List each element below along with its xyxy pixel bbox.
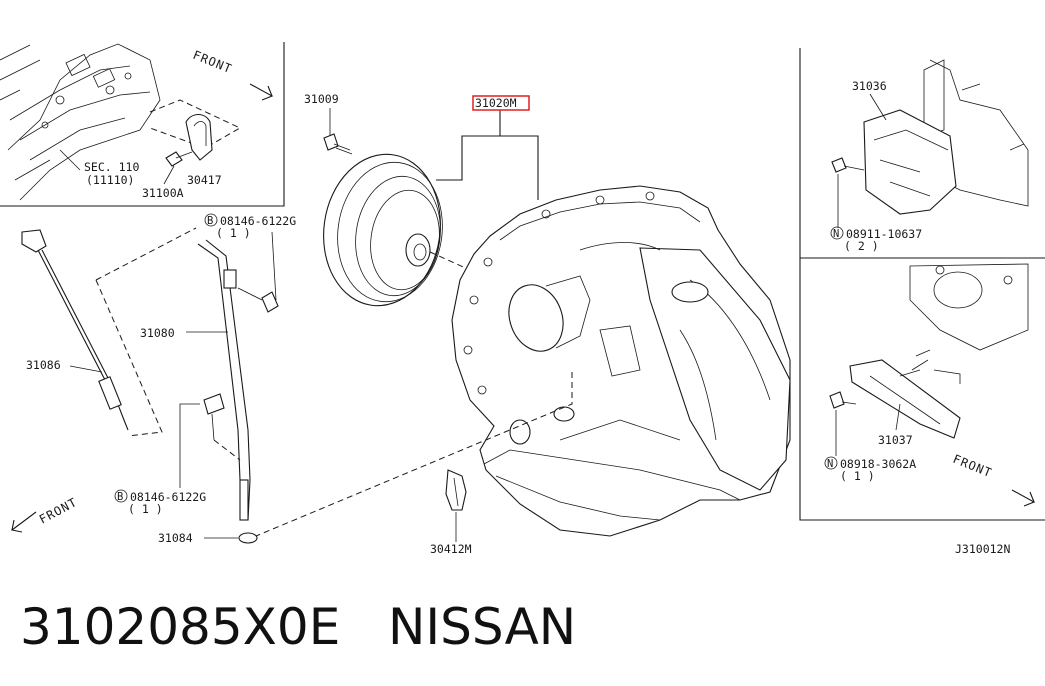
label-sec110: SEC. 110	[84, 160, 139, 174]
bolt-b2-badge: B	[117, 491, 123, 503]
front-arrow-icon	[249, 83, 274, 101]
label-bolt-b2: 08146-6122G	[130, 490, 206, 504]
label-30412M: 30412M	[430, 542, 472, 556]
label-31080: 31080	[140, 326, 175, 340]
inset-31037: 31037 N 08918-3062A ( 1 ) FRONT	[799, 258, 1045, 521]
inset-31036: 31036 N 08911-10637 ( 2 )	[799, 48, 1045, 259]
label-31036: 31036	[852, 79, 887, 93]
torque-converter: 31020M	[323, 95, 539, 307]
front-label-top-left: FRONT	[191, 48, 234, 76]
label-31009: 31009	[304, 92, 339, 106]
label-31084: 31084	[158, 531, 193, 545]
highlight-box	[472, 95, 530, 111]
label-sec110-sub: (11110)	[86, 173, 134, 187]
label-nut-n2-qty: ( 1 )	[840, 469, 875, 483]
inset-engine-bracket: SEC. 110 (11110) 30417 31100A FRONT	[0, 42, 285, 207]
label-31086: 31086	[26, 358, 61, 372]
bracket-30412M: 30412M	[430, 469, 472, 556]
label-nut-n1-qty: ( 2 )	[844, 239, 879, 253]
part-caption: 3102085X0E NISSAN	[20, 598, 576, 656]
nut-n1-badge: N	[833, 228, 839, 240]
part-number: 3102085X0E	[20, 598, 341, 656]
label-31037: 31037	[878, 433, 913, 447]
brand-name: NISSAN	[388, 598, 577, 656]
bolt-31009: 31009	[304, 92, 353, 155]
label-31020M: 31020M	[475, 96, 517, 110]
front-arrow-right-icon	[1011, 489, 1036, 507]
front-label-right: FRONT	[951, 452, 994, 480]
front-arrow-bl-icon	[10, 511, 37, 533]
diagram-code: J310012N	[955, 542, 1010, 556]
front-label-bottom-left: FRONT	[37, 495, 80, 527]
dipstick-assembly: 31086	[21, 227, 197, 437]
label-bolt-b1: 08146-6122G	[220, 214, 296, 228]
label-bolt-b2-qty: ( 1 )	[128, 502, 163, 516]
nut-n2-badge: N	[827, 458, 833, 470]
label-nut-n1: 08911-10637	[846, 227, 922, 241]
charging-pipe: B 08146-6122G ( 1 ) 31080 B 08146-6122G …	[10, 213, 296, 545]
transmission-body	[255, 185, 791, 537]
label-bolt-b1-qty: ( 1 )	[216, 226, 251, 240]
label-31100A: 31100A	[142, 186, 184, 200]
label-30417: 30417	[187, 173, 222, 187]
bolt-b1-badge: B	[207, 215, 213, 227]
label-nut-n2: 08918-3062A	[840, 457, 916, 471]
